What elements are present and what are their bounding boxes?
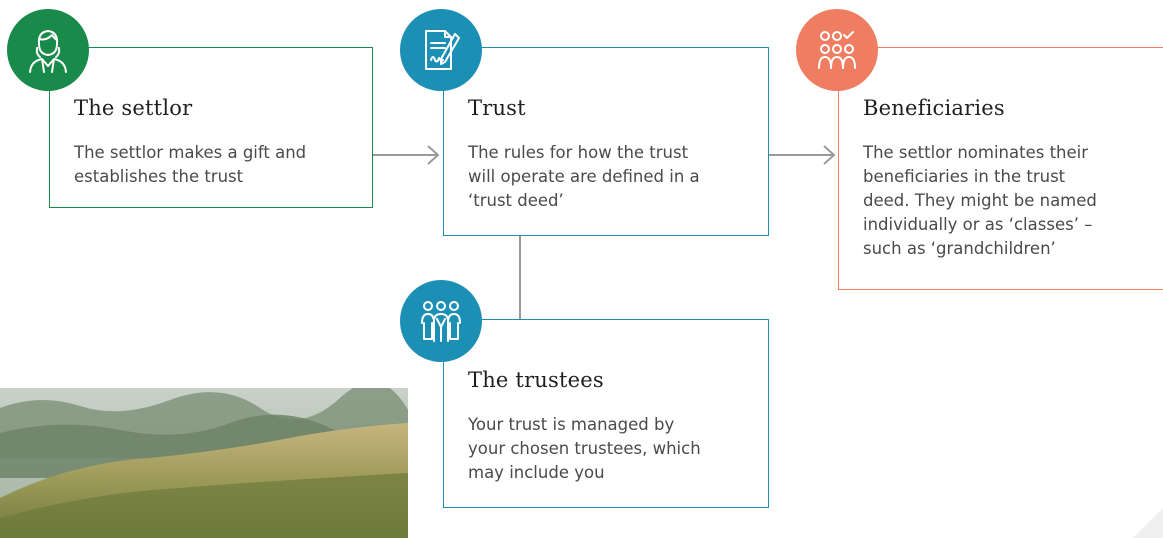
settlor-text-line-1: The settlor makes a gift and [74, 143, 307, 162]
landscape-photo [0, 388, 408, 538]
trust-text-line-2: will operate are defined in a [468, 167, 700, 186]
person-icon [29, 30, 67, 73]
trust-text-line-3: ‘trust deed’ [468, 191, 564, 210]
beneficiaries-icon-circle [796, 9, 878, 91]
trustees-text-line-2: your chosen trustees, which [468, 439, 701, 458]
beneficiaries-box: Beneficiaries The settlor nominates thei… [838, 47, 1163, 290]
trustees-box: The trustees Your trust is managed by yo… [443, 319, 769, 508]
trustees-text-line-1: Your trust is managed by [468, 415, 675, 434]
trustees-text-line-3: may include you [468, 463, 605, 482]
trust-text-line-1: The rules for how the trust [468, 143, 689, 162]
beneficiaries-text-line-4: individually or as ‘classes’ – [863, 215, 1093, 234]
settlor-title: The settlor [74, 96, 193, 120]
trustees-icon-circle [400, 280, 482, 362]
signed-document-icon [425, 30, 460, 70]
beneficiaries-text-line-3: deed. They might be named [863, 191, 1097, 210]
beneficiaries-text-line-5: such as ‘grandchildren’ [863, 239, 1056, 258]
settlor-text-line-2: establishes the trust [74, 167, 244, 186]
trust-box: Trust The rules for how the trust will o… [443, 47, 769, 236]
beneficiaries-title: Beneficiaries [863, 96, 1005, 120]
beneficiaries-text-line-2: beneficiaries in the trust [863, 167, 1066, 186]
corner-decoration [1133, 508, 1163, 538]
trustees-title: The trustees [468, 368, 604, 392]
trust-icon-circle [400, 9, 482, 91]
settlor-icon-circle [7, 9, 89, 91]
trust-title: Trust [468, 96, 526, 120]
beneficiaries-text-line-1: The settlor nominates their [863, 143, 1089, 162]
group-selection-icon [818, 31, 856, 69]
settlor-box: The settlor The settlor makes a gift and… [49, 47, 373, 208]
team-icon [421, 301, 461, 342]
hillside-image [0, 388, 408, 538]
